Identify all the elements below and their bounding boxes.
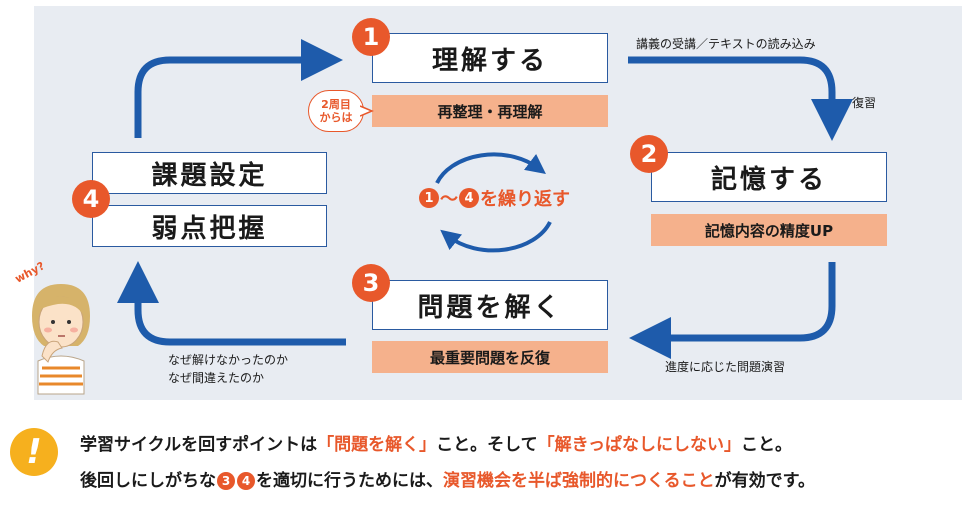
exclamation-icon: ! <box>10 428 58 476</box>
arrow-1-to-2 <box>628 56 853 141</box>
bottom-l1-e: こと。 <box>740 435 792 455</box>
step1-sub: 再整理・再理解 <box>437 102 543 121</box>
arrow-3-to-4 <box>117 261 346 346</box>
step4-box-b: 弱点把握 <box>92 205 327 247</box>
note-bottom-left-2: なぜ間違えたのか <box>168 371 265 385</box>
step4-title-b: 弱点把握 <box>151 213 268 244</box>
step3-sub: 最重要問題を反復 <box>429 348 550 367</box>
center-circle-4: 4 <box>459 188 479 208</box>
note-bottom-right: 進度に応じた問題演習 <box>665 360 786 374</box>
step4-number: 4 <box>72 180 110 218</box>
badge-line1: 2周目 <box>321 98 351 111</box>
step2-number: 2 <box>630 135 668 173</box>
bottom-line-1: 学習サイクルを回すポイントは「問題を解く」こと。そして「解きっぱなしにしない」こ… <box>80 430 792 455</box>
bottom-l1-c: こと。そして <box>436 435 538 455</box>
step3-strip: 最重要問題を反復 <box>372 341 608 373</box>
step3-title: 問題を解く <box>417 292 563 323</box>
note-top-right: 講義の受講／テキストの読み込み <box>636 37 816 51</box>
bottom-l2-a: 後回しにしがちな <box>80 471 216 491</box>
arrow-4-to-1 <box>134 39 343 138</box>
step2-box: 記憶する <box>651 152 887 202</box>
step3-number: 3 <box>352 264 390 302</box>
step1-strip: 再整理・再理解 <box>372 95 608 127</box>
step1-box: 理解する <box>372 33 608 83</box>
bottom-circle-3: 3 <box>217 472 235 490</box>
badge-line2: からは <box>319 111 353 124</box>
bottom-l2-d: が有効です。 <box>714 471 815 491</box>
cycle-arrow-top <box>435 152 546 184</box>
bottom-l1-b: 「問題を解く」 <box>317 435 437 455</box>
center-circle-1: 1 <box>419 188 439 208</box>
step2-strip: 記憶内容の精度UP <box>651 214 887 246</box>
bottom-circle-4: 4 <box>237 472 255 490</box>
step1-number: 1 <box>352 18 390 56</box>
note-bottom-left-1: なぜ解けなかったのか <box>168 353 289 367</box>
bottom-l1-d: 「解きっぱなしにしない」 <box>537 435 741 455</box>
step3-box: 問題を解く <box>372 280 608 330</box>
thinking-person-illustration <box>32 284 90 395</box>
step2-sub: 記憶内容の精度UP <box>704 221 834 240</box>
step2-title: 記憶する <box>710 164 827 195</box>
center-tilde: 〜 <box>440 189 458 210</box>
note-review: 復習 <box>852 96 877 110</box>
second-round-badge: 2周目 からは <box>308 90 364 132</box>
bottom-l2-b: を適切に行うためには、 <box>256 471 443 491</box>
center-label: を繰り返す <box>480 189 570 210</box>
badge-pointer <box>360 105 374 117</box>
bottom-l2-c: 演習機会を半ば強制的につくること <box>443 471 715 491</box>
cycle-arrow-bottom <box>440 221 552 253</box>
center-repeat-text: 1 〜 4 を繰り返す <box>408 185 580 211</box>
bottom-l1-a: 学習サイクルを回すポイントは <box>80 435 318 455</box>
step4-box-a: 課題設定 <box>92 152 327 194</box>
arrow-2-to-3 <box>629 262 836 359</box>
step4-title-a: 課題設定 <box>151 160 268 191</box>
step1-title: 理解する <box>431 45 548 76</box>
